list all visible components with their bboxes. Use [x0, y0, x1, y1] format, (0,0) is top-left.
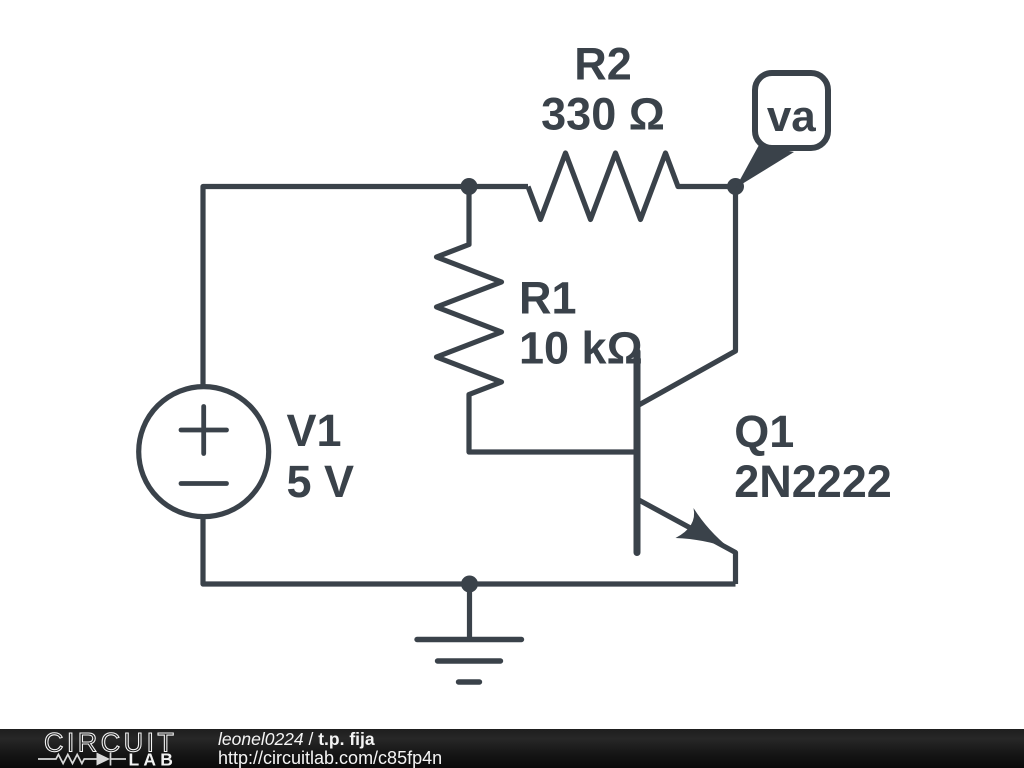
svg-text:10 kΩ: 10 kΩ — [519, 323, 643, 374]
svg-text:R1: R1 — [519, 273, 577, 324]
svg-text:LAB: LAB — [129, 750, 178, 768]
svg-text:Q1: Q1 — [734, 406, 794, 457]
svg-text:http://circuitlab.com/c85fp4n: http://circuitlab.com/c85fp4n — [218, 748, 442, 768]
svg-text:5 V: 5 V — [287, 456, 355, 507]
svg-text:leonel0224 / t.p. fija: leonel0224 / t.p. fija — [218, 729, 375, 749]
svg-text:2N2222: 2N2222 — [734, 456, 892, 507]
svg-text:330 Ω: 330 Ω — [541, 89, 665, 140]
svg-text:va: va — [767, 92, 816, 141]
svg-text:CIRCUIT: CIRCUIT — [44, 727, 177, 757]
svg-text:V1: V1 — [287, 405, 342, 456]
svg-text:R2: R2 — [574, 39, 632, 90]
